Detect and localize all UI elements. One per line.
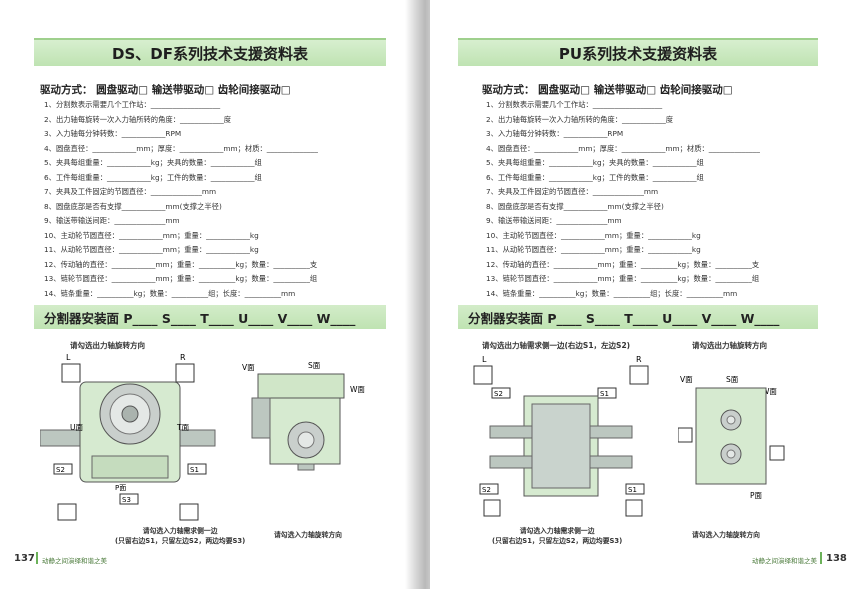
- label-s2-bottom: S2: [482, 486, 491, 494]
- checkbox-r[interactable]: [175, 363, 195, 383]
- right-page-number: 138: [826, 553, 847, 564]
- left-output-caption: 请勾选出力轴旋转方向: [70, 341, 145, 350]
- checkbox-bottom-left[interactable]: [483, 499, 501, 517]
- checkbox-s3[interactable]: [119, 493, 139, 505]
- list-item: 6、工件每组重量：____________kg；工件的数量：__________…: [44, 172, 262, 182]
- label-s2: S2: [494, 390, 503, 398]
- list-item: 9、输送带输送间距：______________mm: [486, 216, 622, 225]
- list-item: 14、链条重量：__________kg；数量：__________组；长度：_…: [486, 288, 738, 298]
- left-mounting-section: 分割器安装面 P____ S____ T____ U____ V____ W__…: [34, 305, 386, 329]
- list-item: 8、圆盘底部是否有支撑____________mm(支撑之半径): [44, 201, 222, 211]
- list-item: 7、夹具及工件固定的节圆直径：______________mm: [486, 187, 659, 196]
- list-item: 3、入力轴每分钟转数：____________RPM: [486, 129, 624, 138]
- label-r: R: [636, 355, 642, 364]
- left-page: DS、DF系列技术支援资料表 驱动方式： 圆盘驱动□ 输送带驱动□ 齿轮间接驱动…: [0, 0, 405, 589]
- right-page-footer: 动静之间演绎和谐之美: [752, 557, 817, 565]
- checkbox-side-left[interactable]: [678, 427, 693, 443]
- right-page-divider: [820, 552, 822, 564]
- checkbox-l[interactable]: [61, 363, 81, 383]
- list-item: 8、圆盘底部是否有支撑____________mm(支撑之半径): [486, 201, 664, 211]
- right-indexer-side-diagram: V面 S面 W面 P面: [678, 375, 785, 500]
- label-r: R: [180, 353, 186, 362]
- left-indexer-front-diagram: L R U面 T面 S2 S1 P面 S3: [40, 353, 216, 521]
- list-item: 2、出力轴每旋转一次入力轴所转的角度：____________度: [486, 114, 674, 124]
- left-drive-method: 驱动方式： 圆盘驱动□ 输送带驱动□ 齿轮间接驱动□: [40, 84, 291, 96]
- left-indexer-side-diagram: V面 S面 W面: [242, 361, 365, 471]
- label-v: V面: [242, 363, 255, 372]
- list-item: 3、入力轴每分钟转数：____________RPM: [44, 129, 182, 138]
- label-w: W面: [762, 387, 777, 396]
- label-t: T面: [176, 423, 190, 432]
- right-input-rotation-note: 请勾选入力轴旋转方向: [692, 531, 760, 539]
- list-item: 11、从动轮节圆直径：____________mm；重量：___________…: [486, 245, 701, 254]
- label-s1-bottom: S1: [628, 486, 637, 494]
- right-title-banner: PU系列技术支援资料表: [458, 38, 818, 66]
- label-s1: S1: [600, 390, 609, 398]
- left-question-list: 1、分割数表示需要几个工作站：___________________ 2、出力轴…: [44, 98, 318, 301]
- label-l: L: [482, 355, 487, 364]
- right-indexer-top-diagram: L R S2 S1 S2 S1: [473, 355, 649, 517]
- list-item: 2、出力轴每旋转一次入力轴所转的角度：____________度: [44, 114, 232, 124]
- label-u: U面: [70, 423, 83, 432]
- label-s: S面: [726, 375, 739, 384]
- checkbox-bottom-right[interactable]: [625, 499, 643, 517]
- list-item: 1、分割数表示需要几个工作站：___________________: [44, 100, 221, 109]
- list-item: 11、从动轮节圆直径：____________mm；重量：___________…: [44, 245, 259, 254]
- checkbox-bottom-right[interactable]: [179, 503, 199, 521]
- checkbox-side-right[interactable]: [769, 445, 785, 461]
- checkbox-s2[interactable]: [53, 463, 73, 475]
- checkbox-s1-bottom[interactable]: [625, 483, 645, 495]
- label-s2: S2: [56, 466, 65, 474]
- checkbox-r[interactable]: [629, 365, 649, 385]
- list-item: 10、主动轮节圆直径：____________mm；重量：___________…: [486, 230, 701, 240]
- note-line-1: 请勾选入力轴需求侧一边: [519, 527, 595, 535]
- label-s1: S1: [190, 466, 199, 474]
- left-page-footer: 动静之间演绎和谐之美: [42, 557, 107, 565]
- right-input-note: 请勾选入力轴需求侧一边 (只留右边S1，只留左边S2，两边均要S3): [492, 526, 622, 546]
- note-line-2: (只留右边S1，只留左边S2，两边均要S3): [115, 537, 246, 545]
- note-line-1: 请勾选入力轴需求侧一边: [142, 527, 218, 535]
- list-item: 5、夹具每组重量：____________kg；夹具的数量：__________…: [486, 158, 704, 167]
- list-item: 7、夹具及工件固定的节圆直径：______________mm: [44, 187, 217, 196]
- list-item: 6、工件每组重量：____________kg；工件的数量：__________…: [486, 172, 704, 182]
- checkbox-bottom-left[interactable]: [57, 503, 77, 521]
- right-drive-method: 驱动方式： 圆盘驱动□ 输送带驱动□ 齿轮间接驱动□: [482, 84, 733, 96]
- list-item: 1、分割数表示需要几个工作站：___________________: [486, 100, 663, 109]
- checkbox-l[interactable]: [473, 365, 493, 385]
- left-input-note: 请勾选入力轴需求侧一边 (只留右边S1，只留左边S2，两边均要S3): [115, 526, 245, 546]
- left-page-divider: [36, 552, 38, 564]
- checkbox-s2-bottom[interactable]: [479, 483, 499, 495]
- list-item: 12、传动轴的直径：____________mm；重量：__________kg…: [486, 259, 760, 269]
- right-mounting-section: 分割器安装面 P____ S____ T____ U____ V____ W__…: [458, 305, 818, 329]
- list-item: 4、圆盘直径：____________mm；厚度：____________mm；…: [486, 143, 760, 153]
- checkbox-s1[interactable]: [597, 387, 617, 399]
- label-v: V面: [680, 375, 693, 384]
- list-item: 10、主动轮节圆直径：____________mm；重量：___________…: [44, 230, 259, 240]
- label-s: S面: [308, 361, 321, 370]
- list-item: 9、输送带输送间距：______________mm: [44, 216, 180, 225]
- left-title-banner: DS、DF系列技术支援资料表: [34, 38, 386, 66]
- label-w: W面: [350, 385, 365, 394]
- label-l: L: [66, 353, 71, 362]
- list-item: 14、链条重量：__________kg；数量：__________组；长度：_…: [44, 288, 296, 298]
- list-item: 13、链轮节圆直径：____________mm；重量：__________kg…: [486, 274, 760, 283]
- checkbox-s1[interactable]: [187, 463, 207, 475]
- right-question-list: 1、分割数表示需要几个工作站：___________________ 2、出力轴…: [486, 98, 760, 301]
- left-input-rotation-note: 请勾选入力轴旋转方向: [274, 531, 342, 539]
- note-line-2: (只留右边S1，只留左边S2，两边均要S3): [492, 537, 623, 545]
- label-s3: S3: [122, 496, 131, 504]
- right-page: PU系列技术支援资料表 驱动方式： 圆盘驱动□ 输送带驱动□ 齿轮间接驱动□ 1…: [430, 0, 850, 589]
- label-p: P面: [115, 484, 126, 492]
- list-item: 5、夹具每组重量：____________kg；夹具的数量：__________…: [44, 158, 262, 167]
- list-item: 12、传动轴的直径：____________mm；重量：__________kg…: [44, 259, 318, 269]
- list-item: 13、链轮节圆直径：____________mm；重量：__________kg…: [44, 274, 318, 283]
- checkbox-s2[interactable]: [491, 387, 511, 399]
- list-item: 4、圆盘直径：____________mm；厚度：____________mm；…: [44, 143, 318, 153]
- right-output-rotation-caption: 请勾选出力轴旋转方向: [692, 341, 767, 350]
- left-page-number: 137: [14, 553, 35, 564]
- label-p: P面: [750, 491, 763, 500]
- right-output-side-caption: 请勾选出力轴需求侧一边(右边S1，左边S2): [482, 341, 631, 350]
